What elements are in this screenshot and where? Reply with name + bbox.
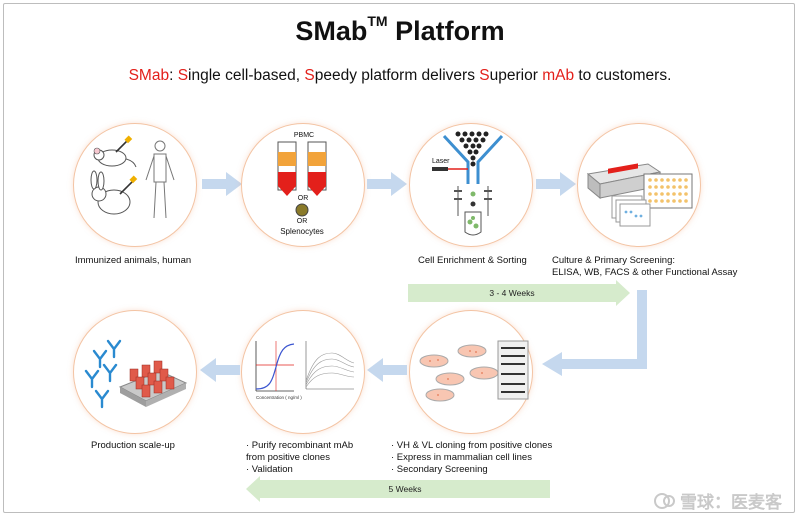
petri-dish-gel-illustration bbox=[419, 340, 529, 402]
step-production-circle bbox=[73, 310, 197, 434]
or-label: OR bbox=[298, 195, 309, 202]
step-screening-circle bbox=[577, 123, 701, 247]
step-cloning-circle bbox=[409, 310, 533, 434]
step-immunization-circle bbox=[73, 123, 197, 247]
step-cells-circle: PBMC OR OR Splenocytes bbox=[241, 123, 365, 247]
step-sorting-caption: Cell Enrichment & Sorting bbox=[418, 255, 527, 266]
splenocytes-label: Splenocytes bbox=[280, 227, 324, 236]
timeline-bar-3-4-weeks: 3 - 4 Weeks bbox=[408, 284, 616, 302]
tubes-illustration: PBMC OR OR Splenocytes bbox=[277, 132, 327, 236]
page-subtitle: SMab: Single cell-based, Speedy platform… bbox=[128, 67, 672, 84]
flow-arrow-icon bbox=[536, 172, 576, 196]
flow-arrow-icon bbox=[202, 172, 242, 196]
animals-illustration bbox=[90, 135, 175, 219]
step-sorting-circle: Laser bbox=[409, 123, 533, 247]
step-cloning-caption: · VH & VL cloning from positive clones ·… bbox=[391, 440, 553, 475]
step-production-caption: Production scale-up bbox=[91, 440, 175, 451]
connector-arrow-icon bbox=[542, 290, 647, 376]
timeline-bar-5-weeks: 5 Weeks bbox=[260, 480, 550, 498]
step-purification-caption: · Purify recombinant mAb from positive c… bbox=[246, 440, 354, 475]
snowball-logo-icon bbox=[654, 492, 675, 509]
step-immunization-caption: Immunized animals, human bbox=[75, 255, 192, 266]
step-screening-caption: Culture & Primary Screening: ELISA, WB, … bbox=[552, 255, 738, 278]
timeline-arrowhead-icon bbox=[616, 280, 630, 306]
watermark: 雪球：医麦客 bbox=[654, 488, 782, 513]
bioreactor-antibody-illustration bbox=[84, 339, 188, 409]
cell-sorter-illustration: Laser bbox=[432, 131, 504, 236]
binding-curve-illustration: Concentration ( ng/ml ) bbox=[255, 341, 355, 400]
step-purification-circle: Concentration ( ng/ml ) bbox=[241, 310, 365, 434]
page-title: SMabTM Platform bbox=[295, 13, 505, 46]
flow-arrow-icon bbox=[367, 172, 407, 196]
figure-frame bbox=[3, 3, 795, 513]
flow-arrow-left-icon bbox=[367, 358, 407, 382]
or-label: OR bbox=[297, 218, 308, 225]
plot-xlabel: Concentration ( ng/ml ) bbox=[256, 395, 302, 400]
flow-arrow-left-icon bbox=[200, 358, 240, 382]
plate-reader-illustration bbox=[586, 163, 693, 227]
pbmc-label: PBMC bbox=[294, 132, 314, 139]
timeline-arrowhead-icon bbox=[246, 476, 260, 502]
laser-label: Laser bbox=[432, 158, 450, 165]
